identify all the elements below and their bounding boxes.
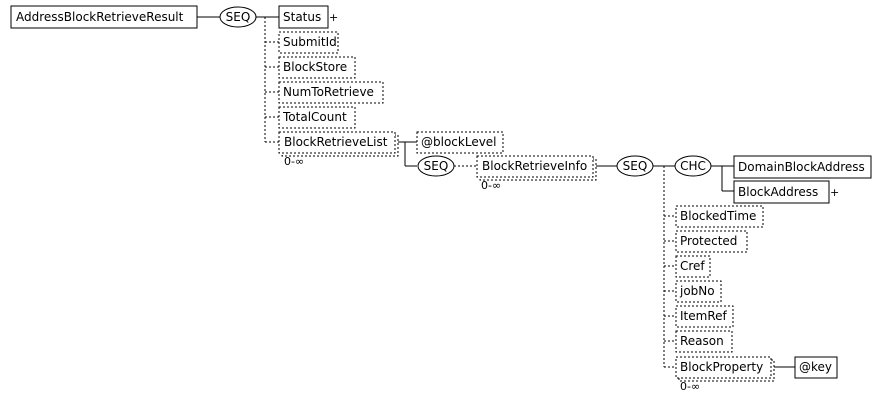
block-retrieve-info-element-label: BlockRetrieveInfo — [482, 159, 587, 173]
block-property-occurrence: 0-∞ — [680, 380, 700, 393]
block-property-element-label: BlockProperty — [680, 360, 763, 374]
block-address-element-node: BlockAddress + — [733, 180, 839, 204]
item-ref-element-label: ItemRef — [680, 309, 727, 323]
cref-element-label: Cref — [680, 259, 705, 273]
submit-id-element-node: SubmitId — [278, 31, 339, 54]
blocked-time-element-label: BlockedTime — [680, 209, 756, 223]
block-address-element-label: BlockAddress — [738, 185, 818, 199]
block-level-attribute-label: @blockLevel — [421, 135, 497, 149]
job-no-element-node: jobNo — [675, 280, 722, 303]
connectors — [197, 16, 795, 368]
sequence-compositor-3: SEQ — [616, 155, 654, 177]
block-level-attribute-node: @blockLevel — [416, 131, 504, 154]
item-ref-element-node: ItemRef — [675, 305, 734, 328]
domain-block-address-element-label: DomainBlockAddress — [738, 160, 865, 174]
status-element-node: Status + — [278, 5, 338, 29]
job-no-element-label: jobNo — [679, 284, 715, 298]
key-attribute-node: @key — [794, 356, 838, 379]
sequence-compositor-2: SEQ — [417, 155, 455, 177]
block-retrieve-info-occurrence: 0-∞ — [481, 179, 501, 192]
protected-element-node: Protected — [675, 230, 748, 253]
block-address-expand-icon: + — [830, 186, 839, 199]
root-element-label: AddressBlockRetrieveResult — [16, 10, 184, 24]
cref-element-node: Cref — [675, 255, 711, 278]
block-retrieve-list-occurrence: 0-∞ — [284, 155, 304, 168]
block-retrieve-info-element-node: BlockRetrieveInfo 0-∞ — [476, 155, 597, 192]
sequence-compositor-2-label: SEQ — [424, 159, 449, 173]
num-to-retrieve-element-node: NumToRetrieve — [278, 81, 384, 104]
domain-block-address-element-node: DomainBlockAddress — [733, 155, 872, 179]
num-to-retrieve-element-label: NumToRetrieve — [283, 85, 374, 99]
sequence-compositor-3-label: SEQ — [623, 159, 648, 173]
block-store-element-label: BlockStore — [283, 60, 347, 74]
block-retrieve-list-element-node: BlockRetrieveList 0-∞ — [278, 131, 399, 168]
sequence-compositor-1: SEQ — [219, 6, 257, 28]
key-attribute-label: @key — [799, 360, 832, 374]
blocked-time-element-node: BlockedTime — [675, 205, 764, 228]
block-property-element-node: BlockProperty 0-∞ — [675, 356, 775, 393]
block-store-element-node: BlockStore — [278, 56, 356, 79]
total-count-element-label: TotalCount — [282, 110, 347, 124]
status-expand-icon: + — [329, 11, 338, 24]
choice-compositor-label: CHC — [680, 159, 706, 173]
block-retrieve-list-element-label: BlockRetrieveList — [284, 135, 388, 149]
total-count-element-node: TotalCount — [278, 106, 356, 129]
protected-element-label: Protected — [680, 234, 737, 248]
choice-compositor: CHC — [674, 155, 712, 177]
reason-element-node: Reason — [675, 330, 733, 353]
submit-id-element-label: SubmitId — [283, 35, 337, 49]
root-element-node: AddressBlockRetrieveResult — [10, 5, 198, 29]
status-element-label: Status — [283, 10, 321, 24]
reason-element-label: Reason — [680, 334, 724, 348]
sequence-compositor-1-label: SEQ — [226, 10, 251, 24]
